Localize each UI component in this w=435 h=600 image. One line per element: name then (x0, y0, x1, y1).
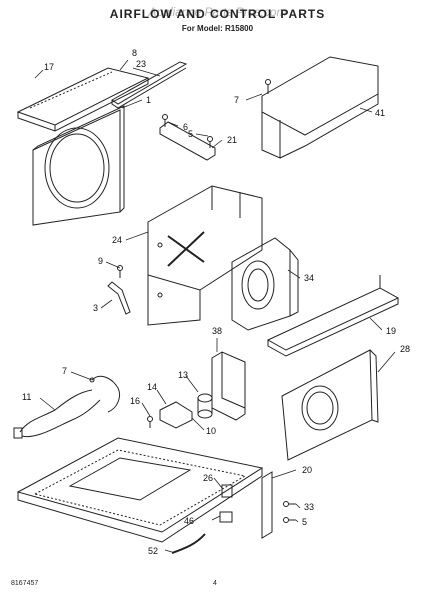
callout-21: 21 (227, 135, 237, 145)
callout-23: 23 (136, 59, 146, 69)
part-top-duct (16, 67, 150, 132)
callout-13: 13 (178, 370, 188, 380)
callout-20: 20 (302, 465, 312, 475)
callout-38: 38 (212, 326, 222, 336)
part-screw-clip (107, 265, 131, 315)
part-shroud (32, 105, 125, 226)
part-number: 8167457 (11, 580, 39, 587)
callout-7b: 7 (62, 366, 67, 376)
callout-1: 1 (146, 95, 151, 105)
part-bracket-23 (111, 61, 188, 109)
part-control-bracket (211, 351, 246, 421)
part-capacitor-assembly (147, 393, 213, 429)
callout-19: 19 (386, 326, 396, 336)
part-rail (266, 275, 400, 357)
callout-5b: 5 (302, 517, 307, 527)
part-blower-scroll (231, 237, 299, 331)
callout-34: 34 (304, 273, 314, 283)
callout-7a: 7 (234, 95, 239, 105)
callout-17: 17 (44, 62, 54, 72)
model-subtitle: For Model: R15800 (181, 24, 254, 33)
callout-labels: 17 8 23 1 6 5 21 7 41 24 9 3 34 38 19 28… (22, 48, 410, 556)
callout-3: 3 (93, 303, 98, 313)
callout-41: 41 (375, 108, 385, 118)
callout-6: 6 (183, 122, 188, 132)
callout-28: 28 (400, 344, 410, 354)
callout-33: 33 (304, 502, 314, 512)
leader-lines (34, 59, 396, 553)
callout-10: 10 (206, 426, 216, 436)
callout-5: 5 (188, 129, 193, 139)
callout-8: 8 (132, 48, 137, 58)
page-title: AIRFLOW AND CONTROL PARTS (109, 7, 326, 21)
callout-16: 16 (130, 396, 140, 406)
part-power-cord (13, 375, 121, 439)
callout-26: 26 (203, 473, 213, 483)
part-base-pan (16, 437, 264, 543)
callout-24: 24 (112, 235, 122, 245)
callout-52: 52 (148, 546, 158, 556)
part-rear-panel (281, 349, 379, 461)
page-number: 4 (213, 580, 217, 587)
callout-46: 46 (184, 516, 194, 526)
callout-9: 9 (98, 256, 103, 266)
part-switch-bracket (219, 471, 296, 539)
callout-14: 14 (147, 382, 157, 392)
callout-11: 11 (22, 392, 31, 402)
part-drain-tube (171, 533, 206, 554)
part-top-cover (261, 56, 379, 159)
watermark: Appliance Parts Pros.com (148, 5, 287, 19)
part-center-housing (147, 185, 263, 326)
